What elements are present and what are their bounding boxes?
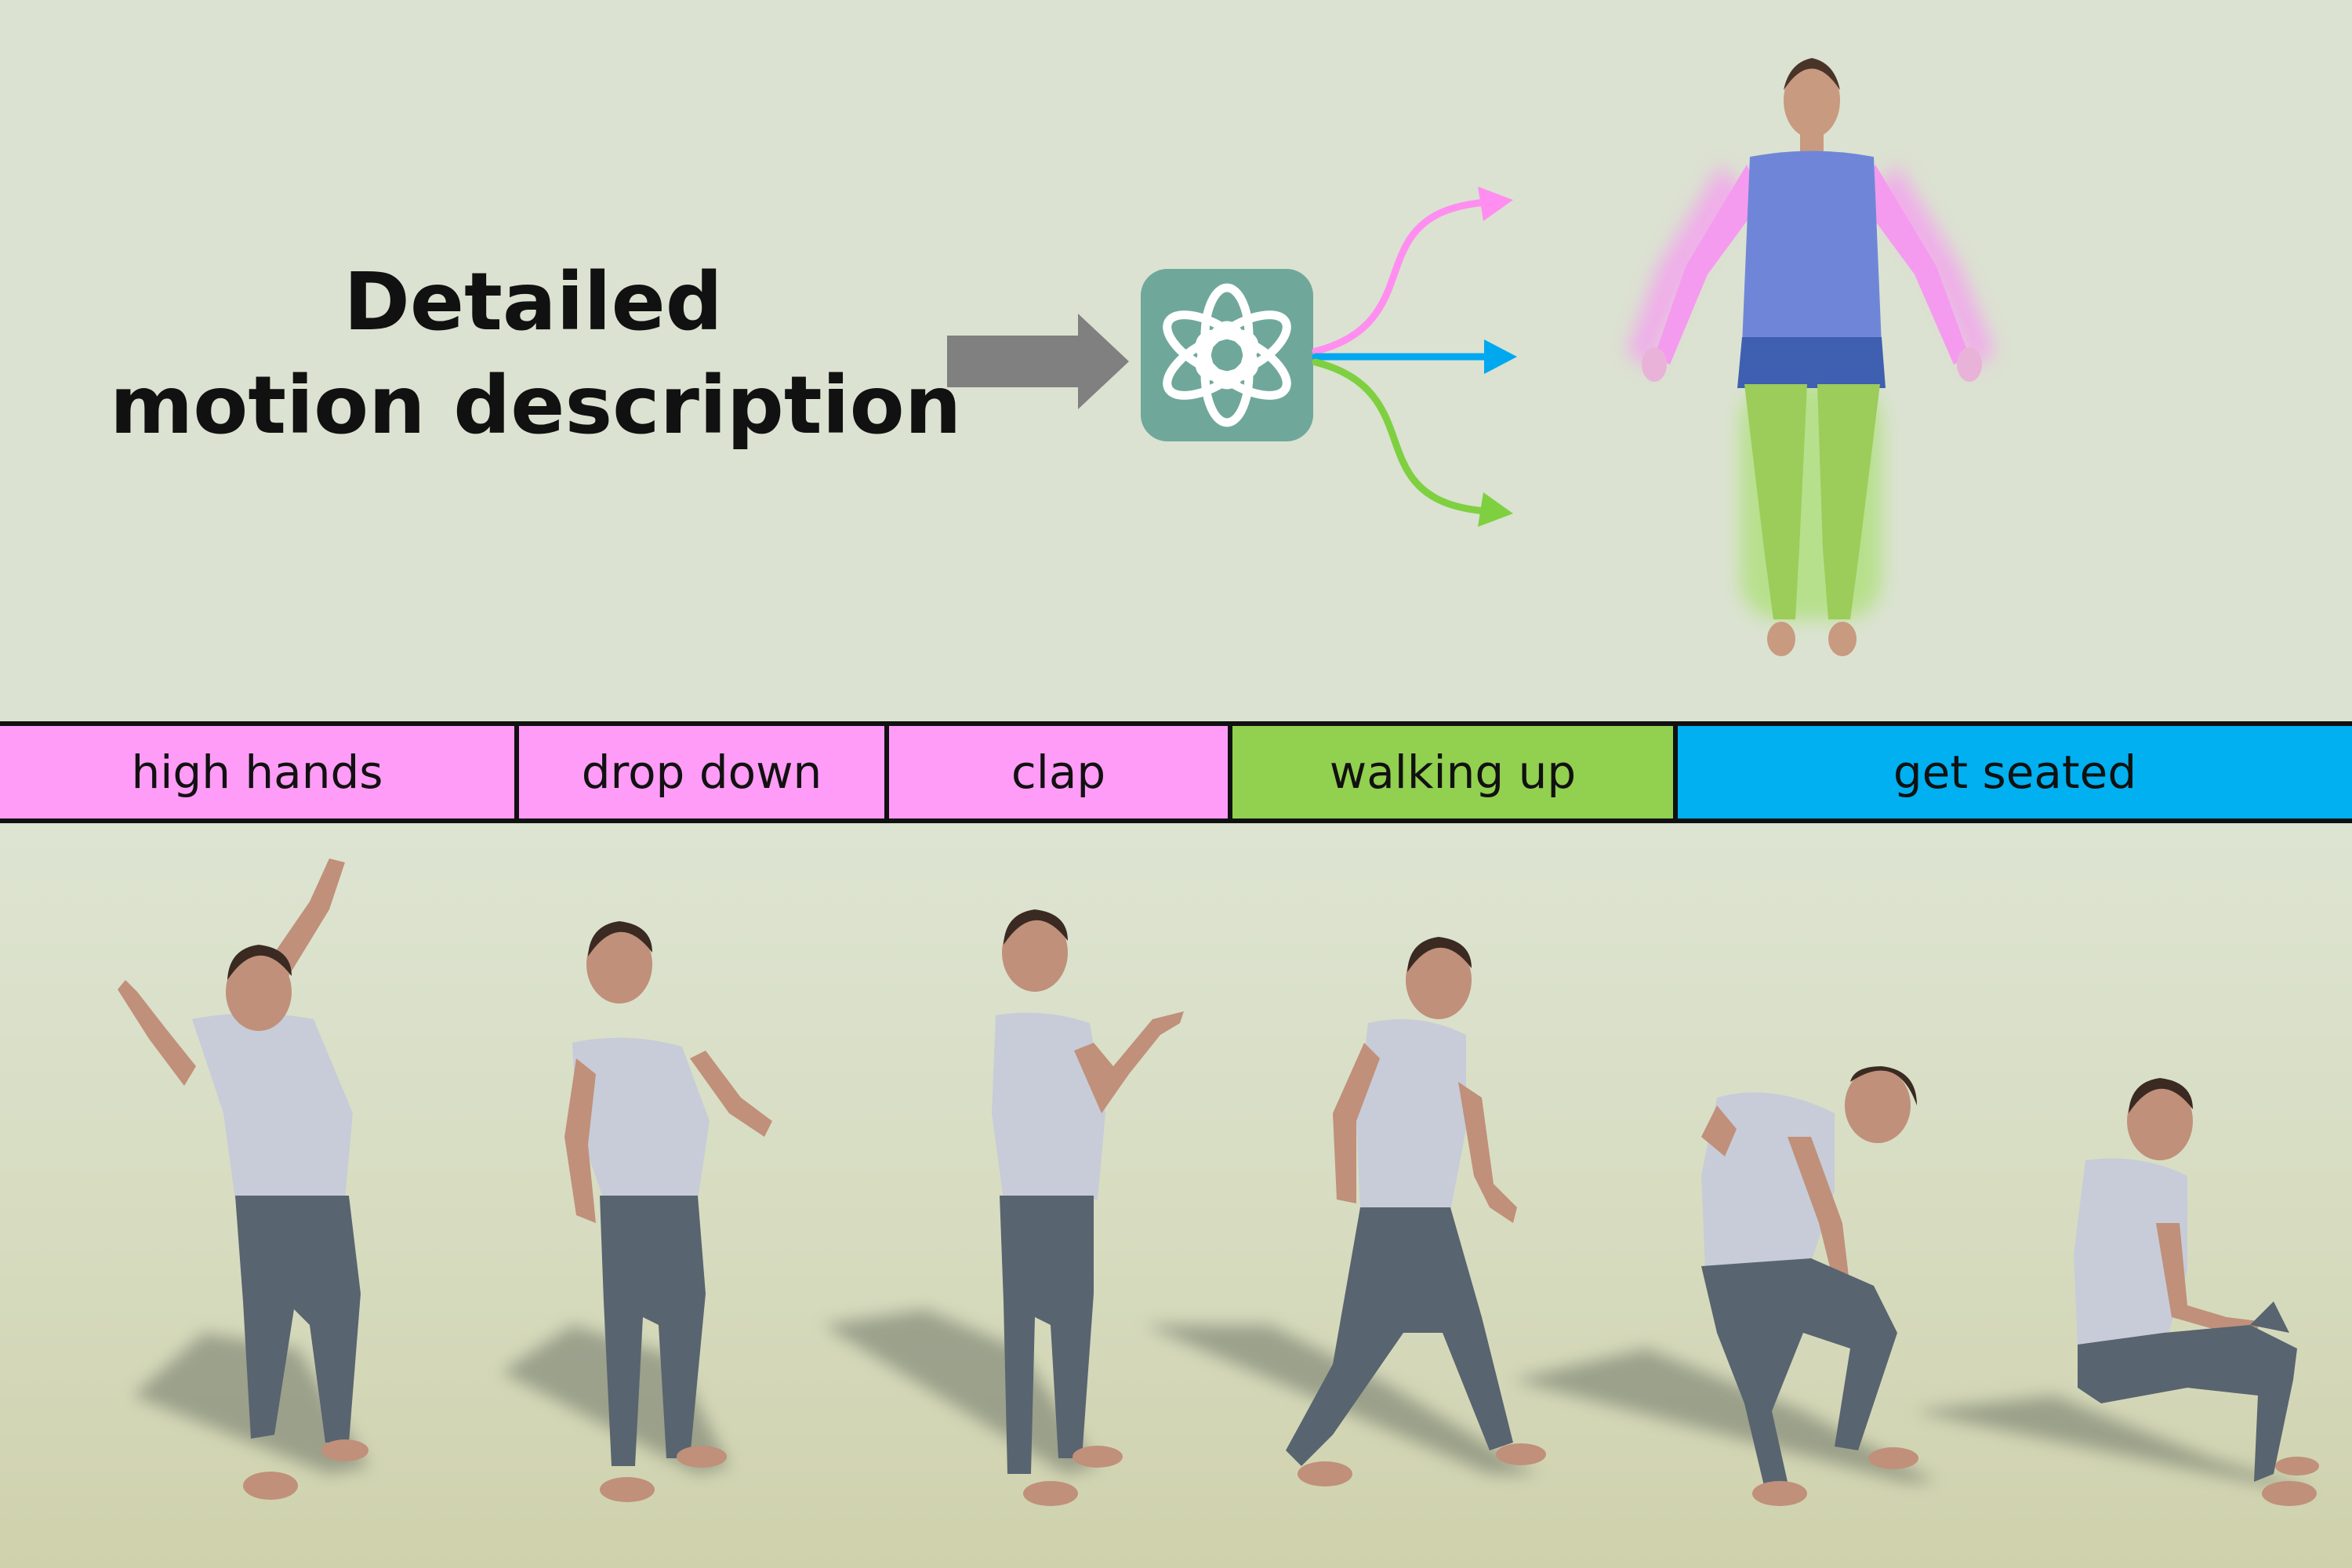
pose-seated — [2074, 1078, 2319, 1506]
segment-label: drop down — [581, 746, 822, 799]
input-arrow-icon — [947, 314, 1129, 409]
motion-description-title: Detailed motion description — [110, 251, 962, 458]
segment-label: get seated — [1893, 746, 2137, 799]
pose-drop-down — [564, 921, 772, 1502]
pose-walking-up — [1286, 937, 1546, 1486]
segment-label: clap — [1011, 746, 1106, 799]
figure-shadows — [133, 1309, 2313, 1490]
pose-high-hands — [118, 858, 368, 1500]
pose-crouching — [1701, 1066, 1918, 1506]
motion-sequence — [118, 858, 2319, 1506]
timeline-segment: walking up — [1228, 726, 1673, 818]
segment-label: high hands — [131, 746, 383, 799]
title-line-2: motion description — [110, 359, 962, 452]
timeline-segment: drop down — [514, 726, 884, 818]
openai-logo-icon — [1141, 269, 1313, 441]
action-timeline: high hands drop down clap walking up get… — [0, 721, 2352, 823]
pipeline-diagram — [947, 58, 1995, 656]
title-line-1: Detailed — [343, 256, 723, 349]
timeline-segment: get seated — [1673, 726, 2352, 818]
output-arrows — [1312, 187, 1517, 527]
timeline-segment: clap — [884, 726, 1228, 818]
segmented-body-figure — [1627, 58, 1995, 656]
bottom-panel — [0, 823, 2352, 1568]
segment-label: walking up — [1329, 746, 1577, 799]
timeline-segment: high hands — [0, 726, 514, 818]
pose-clap — [992, 909, 1184, 1506]
